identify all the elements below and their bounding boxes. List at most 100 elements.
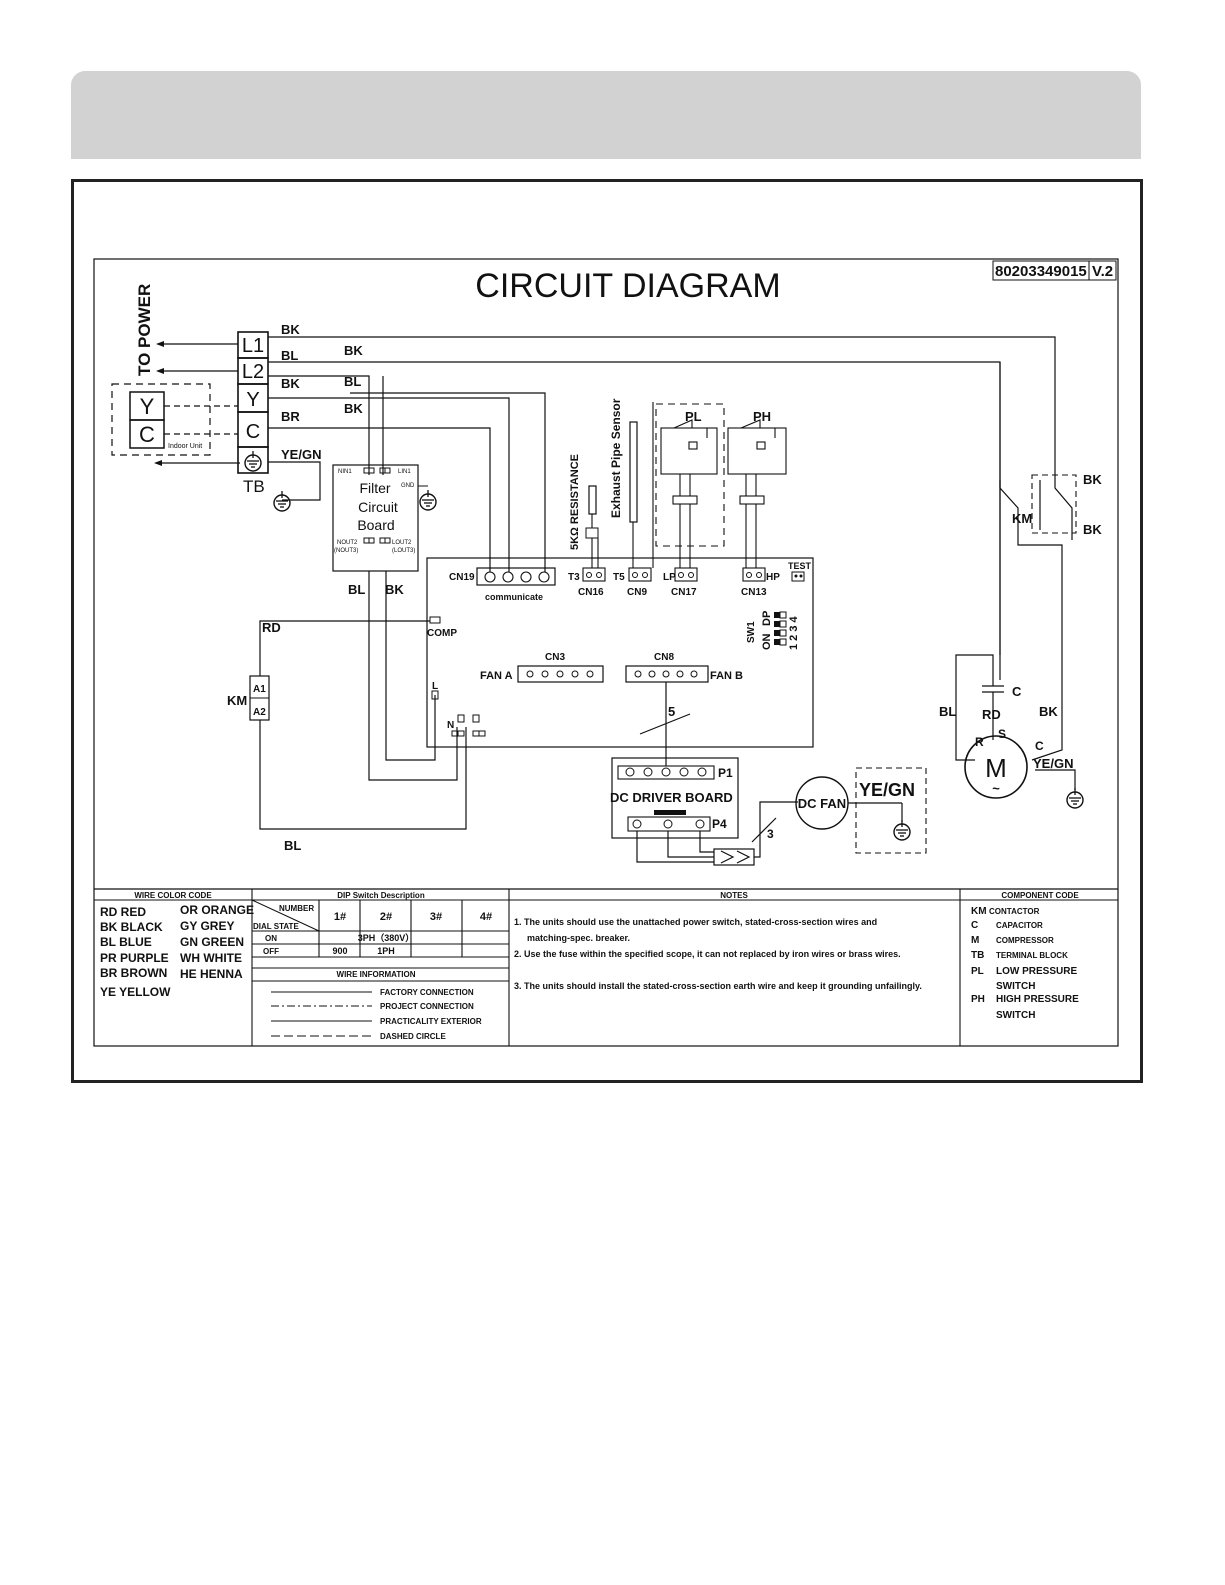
color-code-bk: BK BLACK xyxy=(100,920,163,934)
comp-code-pl: PL xyxy=(971,966,984,977)
main-control-board xyxy=(426,557,814,748)
compressor-motor xyxy=(964,735,1028,799)
test-label: TEST xyxy=(788,561,812,571)
fan-b-label: FAN B xyxy=(710,670,743,682)
p4-label: P4 xyxy=(712,817,727,831)
wire-bk-filter: BK xyxy=(385,582,404,597)
comp-desc-ph-switch: SWITCH xyxy=(996,1010,1035,1021)
filter-nout3: (NOUT3) xyxy=(334,548,358,554)
lp-label: LP xyxy=(663,572,676,583)
n-terminal-label: N xyxy=(447,720,454,731)
filter-nin1: NIN1 xyxy=(338,469,352,475)
filter-label-1: Filter xyxy=(359,480,390,496)
sw1-dp-label: DP xyxy=(761,611,773,626)
dc-driver-board xyxy=(611,757,739,839)
comp-code-m: M xyxy=(971,935,979,946)
filter-label-3: Board xyxy=(357,517,394,533)
dip-off-value-2: 1PH xyxy=(377,946,395,956)
comp-code-km: KM xyxy=(971,906,987,917)
comp-desc-km: CONTACTOR xyxy=(989,907,1040,916)
comp-desc-m: COMPRESSOR xyxy=(996,936,1054,945)
cn9-label: CN9 xyxy=(627,587,647,598)
dip-off-label: OFF xyxy=(263,947,279,956)
wire-bk-km-bottom: BK xyxy=(1083,522,1102,537)
wire-bl-y: BL xyxy=(344,374,361,389)
compressor-s-label: S xyxy=(998,727,1006,741)
wire-info-project: PROJECT CONNECTION xyxy=(380,1002,474,1011)
pl-label: PL xyxy=(685,409,702,424)
compressor-r-label: R xyxy=(975,735,984,749)
wire-yegn-tb: YE/GN xyxy=(281,447,321,462)
dip-col-1: 1# xyxy=(334,911,346,923)
communicate-label: communicate xyxy=(485,592,543,602)
ph-label: PH xyxy=(753,409,771,424)
wire-info-dashed: DASHED CIRCLE xyxy=(380,1032,446,1041)
wire-bk-c: BK xyxy=(344,401,363,416)
diagram-frame xyxy=(71,179,1143,1083)
km-a2-label: A2 xyxy=(253,707,266,718)
filter-gnd: GND xyxy=(401,483,415,489)
comp-desc-ph: HIGH PRESSURE xyxy=(996,994,1079,1005)
dip-col-3: 3# xyxy=(430,911,442,923)
color-code-wh: WH WHITE xyxy=(180,951,242,965)
wire-color-code-header: WIRE COLOR CODE xyxy=(134,891,212,900)
comp-desc-pl: LOW PRESSURE xyxy=(996,966,1077,977)
to-power-label: TO POWER xyxy=(135,284,154,376)
p1-label: P1 xyxy=(718,766,733,780)
notes-header: NOTES xyxy=(720,891,748,900)
cn13-label: CN13 xyxy=(741,587,767,598)
wire-bl-bottom: BL xyxy=(284,838,301,853)
wire-yegn-fan: YE/GN xyxy=(859,780,915,800)
indoor-unit-label: Indoor Unit xyxy=(168,443,202,450)
wire-count-3: 3 xyxy=(767,827,774,841)
compressor-m-label: M xyxy=(985,753,1007,783)
cn8-label: CN8 xyxy=(654,652,674,663)
color-code-bl: BL BLUE xyxy=(100,935,152,949)
dip-off-value-1: 900 xyxy=(332,946,347,956)
capacitor-label: C xyxy=(1012,684,1022,699)
hp-label: HP xyxy=(766,572,780,583)
cn19-label: CN19 xyxy=(449,572,475,583)
component-code-header: COMPONENT CODE xyxy=(1001,891,1079,900)
note-3: 3. The units should install the stated-c… xyxy=(514,981,922,991)
cn16-label: CN16 xyxy=(578,587,604,598)
comp-code-tb: TB xyxy=(971,950,984,961)
sw1-numbers: 1 2 3 4 xyxy=(788,615,800,650)
drawing-code: 80203349015 xyxy=(995,263,1087,280)
tb-l1: L1 xyxy=(242,335,264,357)
dip-header: DIP Switch Description xyxy=(337,891,425,900)
dip-col-4: 4# xyxy=(480,911,492,923)
wire-bk-comp: BK xyxy=(1039,704,1058,719)
fan-a-label: FAN A xyxy=(480,670,513,682)
wire-info-exterior: PRACTICALITY EXTERIOR xyxy=(380,1017,482,1026)
resistance-label: 5KΩ RESISTANCE xyxy=(569,454,581,550)
comp-code-ph: PH xyxy=(971,994,985,1005)
wire-bk-km-top: BK xyxy=(1083,472,1102,487)
compressor-c-label: C xyxy=(1035,739,1044,753)
t3-label: T3 xyxy=(568,572,580,583)
cn17-label: CN17 xyxy=(671,587,697,598)
wire-bl-l2: BL xyxy=(281,348,298,363)
color-code-he: HE HENNA xyxy=(180,967,243,981)
color-code-gy: GY GREY xyxy=(180,919,234,933)
dip-dial-state-label: DIAL STATE xyxy=(253,922,299,931)
note-2: 2. Use the fuse within the specified sco… xyxy=(514,949,901,959)
cn3-label: CN3 xyxy=(545,652,565,663)
dip-on-value: 3PH（380V） xyxy=(358,933,415,943)
code-box xyxy=(992,260,1117,281)
filter-circuit-board xyxy=(332,464,419,572)
color-code-rd: RD RED xyxy=(100,905,146,919)
dc-fan-label: DC FAN xyxy=(798,796,846,811)
color-code-pr: PR PURPLE xyxy=(100,951,169,965)
wire-rd-comp: RD xyxy=(262,620,281,635)
t5-label: T5 xyxy=(613,572,625,583)
tb-label: TB xyxy=(243,477,265,496)
wire-bk-y: BK xyxy=(281,376,300,391)
wire-br: BR xyxy=(281,409,300,424)
dip-col-2: 2# xyxy=(380,911,392,923)
filter-lout2: LOUT2 xyxy=(392,540,412,546)
wire-info-factory: FACTORY CONNECTION xyxy=(380,988,474,997)
filter-label-2: Circuit xyxy=(358,499,398,515)
filter-nout2: NOUT2 xyxy=(337,540,358,546)
